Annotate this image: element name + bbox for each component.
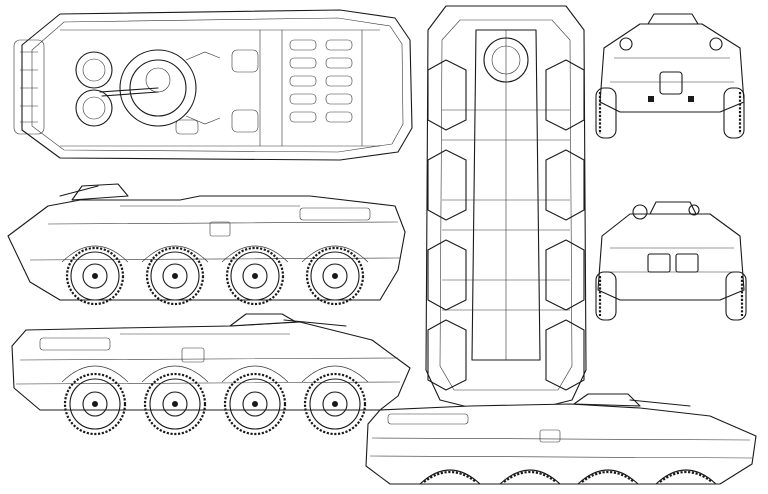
- wheel: [145, 246, 205, 306]
- wheel: [63, 372, 127, 436]
- right-side-view: [11, 313, 411, 436]
- left-side-view: [7, 183, 406, 306]
- top-view: [13, 9, 413, 161]
- rear-view: [595, 201, 747, 321]
- wheel: [305, 246, 365, 306]
- wheel: [143, 372, 207, 436]
- wheel: [303, 372, 367, 436]
- bottom-view: [425, 5, 587, 409]
- wheel: [65, 246, 125, 306]
- wheel: [223, 372, 287, 436]
- wheel: [225, 246, 285, 306]
- front-view: [595, 13, 745, 139]
- side-view-tilted: [365, 393, 757, 485]
